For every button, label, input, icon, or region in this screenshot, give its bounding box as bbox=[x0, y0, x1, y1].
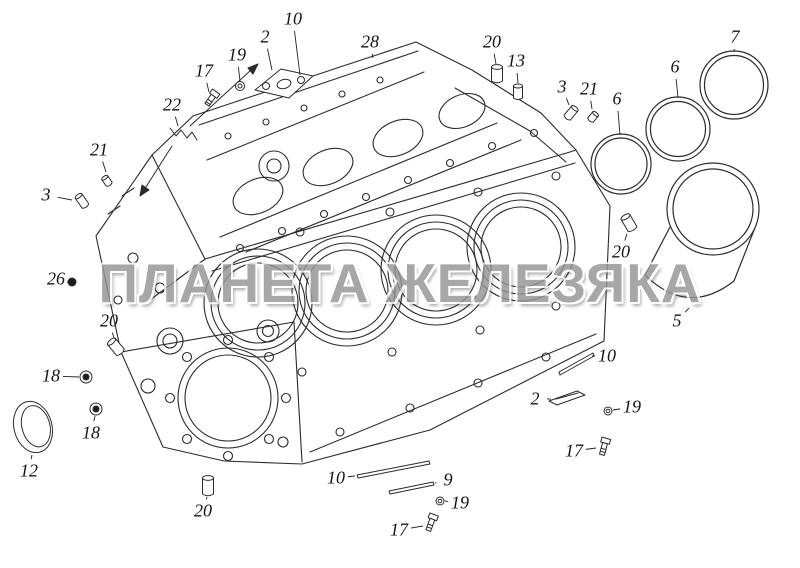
callout-26-15: 26 bbox=[47, 268, 65, 289]
plug-20-left-illustration bbox=[106, 337, 125, 357]
leader-line-20 bbox=[493, 53, 497, 65]
callout-9-27: 9 bbox=[443, 469, 453, 490]
leader-line-18 bbox=[93, 415, 96, 422]
bolt-17-bottom-illustration bbox=[425, 512, 439, 532]
callout-21-13: 21 bbox=[90, 139, 108, 160]
callout-18-17: 18 bbox=[42, 365, 60, 386]
callout-6-11: 6 bbox=[670, 56, 680, 77]
leader-line-13 bbox=[516, 72, 519, 84]
callout-10-26: 10 bbox=[327, 467, 345, 488]
leader-line-10 bbox=[294, 30, 301, 76]
dowel-9-illustration bbox=[388, 481, 435, 495]
callout-10-22: 10 bbox=[598, 345, 616, 366]
callout-18-18: 18 bbox=[82, 422, 100, 443]
washer-19-bottom-illustration bbox=[435, 496, 445, 506]
leader-line-17 bbox=[206, 82, 210, 93]
washer-19-top-illustration bbox=[235, 81, 245, 91]
callout-13-7: 13 bbox=[507, 50, 525, 71]
leader-line-21 bbox=[590, 100, 593, 110]
callout-22-4: 22 bbox=[163, 94, 181, 115]
cup-plug-18b-illustration bbox=[89, 402, 103, 416]
callout-5-21: 5 bbox=[672, 310, 682, 331]
leader-line-3 bbox=[57, 196, 73, 201]
leader-line-12 bbox=[30, 454, 33, 460]
bolt-17-top-illustration bbox=[204, 88, 221, 107]
leader-line-21 bbox=[102, 161, 107, 173]
plug-20-bottom-illustration bbox=[202, 475, 214, 497]
callout-20-20: 20 bbox=[612, 241, 630, 262]
leader-line-6 bbox=[675, 78, 679, 99]
callout-12-19: 12 bbox=[20, 460, 38, 481]
plug-20-right-illustration bbox=[620, 213, 638, 233]
callout-20-30: 20 bbox=[194, 500, 212, 521]
cup-plug-12-illustration bbox=[12, 400, 54, 454]
leader-line-3 bbox=[565, 98, 570, 106]
leader-line-6 bbox=[617, 110, 621, 136]
spring-22-illustration bbox=[169, 127, 198, 141]
callout-17-25: 17 bbox=[565, 440, 583, 461]
hardware-illustrations bbox=[12, 63, 638, 532]
gasket-2-top-illustration bbox=[254, 68, 314, 99]
callout-17-3: 17 bbox=[195, 60, 213, 81]
leader-line-18 bbox=[62, 375, 80, 378]
leader-line-19 bbox=[612, 408, 621, 411]
callout-2-23: 2 bbox=[530, 388, 540, 409]
leader-line-22 bbox=[174, 116, 179, 127]
seal-ring-6-lower-illustration bbox=[590, 133, 652, 195]
bushing-21-right-illustration bbox=[587, 110, 599, 123]
ball-26-illustration bbox=[67, 277, 77, 287]
cup-plug-18a-illustration bbox=[79, 370, 93, 384]
bushing-21-left-illustration bbox=[101, 174, 113, 187]
callout-19-2: 19 bbox=[228, 44, 246, 65]
engine-block-illustration bbox=[95, 41, 611, 465]
plug-20-top-illustration bbox=[491, 64, 503, 84]
callout-21-9: 21 bbox=[580, 78, 598, 99]
callout-20-6: 20 bbox=[483, 31, 501, 52]
bolt-17-right-illustration bbox=[599, 436, 612, 456]
callout-20-16: 20 bbox=[100, 310, 118, 331]
callout-17-29: 17 bbox=[390, 519, 408, 540]
leader-line-17 bbox=[410, 525, 424, 529]
callout-3-14: 3 bbox=[41, 184, 51, 205]
leader-line-10 bbox=[347, 475, 356, 478]
leader-line-5 bbox=[684, 307, 690, 313]
plug-3-left-illustration bbox=[74, 192, 90, 209]
leader-line-28 bbox=[371, 53, 374, 59]
cylinder-liner-illustration bbox=[644, 162, 760, 299]
stud-10-bottom-illustration bbox=[356, 460, 431, 479]
callout-19-24: 19 bbox=[623, 396, 641, 417]
callout-7-12: 7 bbox=[730, 26, 740, 47]
callout-6-10: 6 bbox=[612, 88, 622, 109]
gasket-2-right-illustration bbox=[548, 390, 586, 406]
plug-3-right-illustration bbox=[563, 104, 579, 121]
callout-19-28: 19 bbox=[451, 492, 469, 513]
leader-line-20 bbox=[205, 496, 208, 500]
leader-line-17 bbox=[585, 447, 597, 450]
callout-2-1: 2 bbox=[260, 26, 270, 47]
callout-10-0: 10 bbox=[284, 8, 302, 29]
direction-arrows bbox=[139, 63, 259, 197]
callout-3-8: 3 bbox=[557, 76, 567, 97]
plug-13-illustration bbox=[513, 83, 523, 100]
stud-10-right-illustration bbox=[558, 352, 595, 376]
leader-line-2 bbox=[267, 48, 273, 71]
leader-line-20 bbox=[624, 233, 628, 241]
callout-28-5: 28 bbox=[361, 31, 379, 52]
leader-line-20 bbox=[111, 332, 115, 339]
leader-line-19 bbox=[237, 66, 241, 82]
washer-19-right-illustration bbox=[603, 406, 613, 416]
